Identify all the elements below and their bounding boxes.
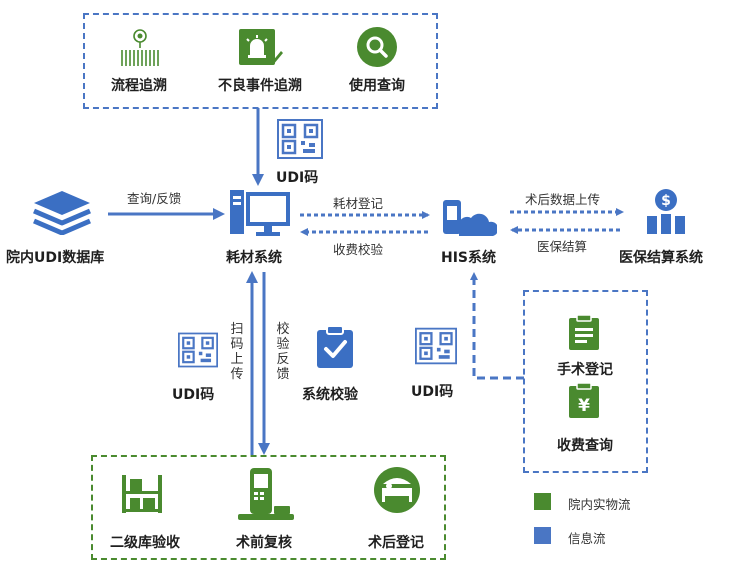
svg-text:¥: ¥ [578,396,590,416]
consumables-system-label: 耗材系统 [226,250,282,266]
adverse-event-trace-label: 不良事件追溯 [218,78,302,94]
query-feedback-label: 查询/反馈 [127,191,182,206]
verify-feedback-label: 校验反馈 [276,322,290,382]
top-query-group [83,13,438,109]
database-label: 院内UDI数据库 [6,250,105,266]
surgery-record-icon [569,314,599,350]
system-verify-label: 系统校验 [302,387,358,403]
fee-query-icon: ¥ [569,382,599,418]
fee-query-label: 收费查询 [557,438,613,454]
fee-check-label: 收费校验 [333,242,384,257]
udi-code-icon-left [178,332,218,368]
preop-review-label: 术前复核 [236,535,292,551]
alarm-icon [239,29,283,65]
legend-info-label: 信息流 [568,531,606,546]
his-label: HIS系统 [441,250,497,266]
scanner-device-icon [238,468,294,520]
secondary-warehouse-label: 二级库验收 [110,535,180,551]
udi-code-icon-top [277,119,323,159]
consumable-register-label: 耗材登记 [333,196,384,211]
database-stack-icon [33,191,91,235]
udi-code-icon-right [415,327,457,365]
arrow-right-group-to-his [470,272,524,380]
computer-icon [230,190,290,236]
trace-icon [121,29,159,66]
postop-upload-label: 术后数据上传 [525,192,601,207]
insurance-coin-icon: $ [647,189,685,234]
legend-physical-swatch [534,493,551,510]
udi-code-label-top: UDI码 [276,170,319,186]
scan-upload-label: 扫码上传 [230,322,244,382]
right-his-group [523,290,648,473]
insurance-system-label: 医保结算系统 [619,250,703,266]
bottom-physical-group [91,455,446,560]
legend-physical-label: 院内实物流 [568,497,631,512]
his-cloud-icon [443,200,497,236]
search-icon [357,27,397,67]
postop-register-label: 术后登记 [368,535,424,551]
warehouse-shelf-icon [122,475,162,513]
clipboard-check-icon [317,325,353,368]
usage-query-label: 使用查询 [349,78,405,94]
legend-info-swatch [534,527,551,544]
udi-code-label-left: UDI码 [172,387,215,403]
udi-code-label-right: UDI码 [411,384,454,400]
insurance-settle-label: 医保结算 [537,239,588,254]
surgery-record-label: 手术登记 [557,362,613,378]
svg-text:$: $ [661,193,671,209]
trace-label: 流程追溯 [111,78,167,94]
bed-icon [374,467,420,513]
